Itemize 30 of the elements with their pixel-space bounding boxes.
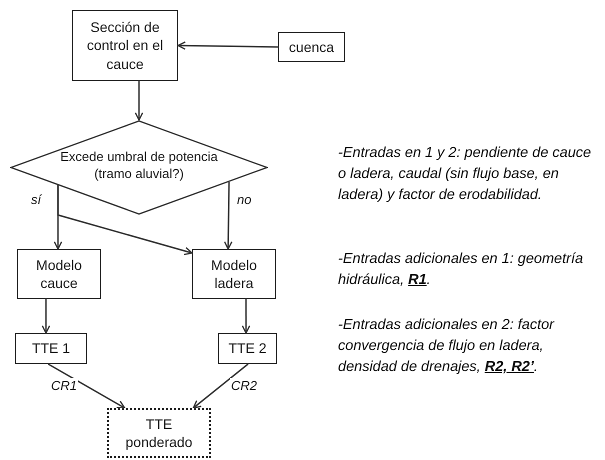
- arrow: [48, 363, 126, 409]
- node-label: Modelo cauce: [35, 256, 83, 292]
- edge-label: CR2: [230, 378, 258, 393]
- node-label: TTE 2: [228, 339, 267, 358]
- arrow: [242, 299, 250, 334]
- note-text: -Entradas en 1 y 2: pendiente de cauce o ladera, caudal (sin flujo base, en ladera) y factor de erodabilidad.: [338, 144, 592, 206]
- process-box: [192, 249, 276, 299]
- arrow: [57, 184, 193, 256]
- node-label: TTE 1: [32, 339, 70, 358]
- output-box: [15, 333, 87, 364]
- edge-label: sí: [30, 192, 42, 207]
- edge-label: CR1: [50, 378, 78, 393]
- output-box: [218, 333, 277, 364]
- arrow: [224, 182, 232, 250]
- decision-diamond: [10, 120, 268, 215]
- node-label: Modelo ladera: [210, 256, 258, 292]
- arrow: [192, 363, 249, 409]
- node-label: cuenca: [288, 38, 334, 56]
- process-box: [17, 249, 101, 299]
- arrow: [42, 299, 50, 334]
- arrow: [177, 41, 278, 50]
- arrow: [134, 81, 144, 121]
- input-box: [278, 32, 345, 62]
- node-label: Sección de control en el cauce: [86, 18, 164, 73]
- result-box: [107, 408, 211, 458]
- node-label: TTE ponderado: [124, 414, 194, 452]
- note-text: -Entradas adicionales en 2: factor convergencia de flujo en ladera, densidad de drenajes, R2, R2’.: [338, 316, 556, 378]
- node-label: Excede umbral de potencia (tramo aluvial?): [59, 148, 219, 182]
- process-box: [72, 10, 178, 81]
- note-text: -Entradas adicionales en 1: geometría hidráulica, R1.: [338, 250, 584, 290]
